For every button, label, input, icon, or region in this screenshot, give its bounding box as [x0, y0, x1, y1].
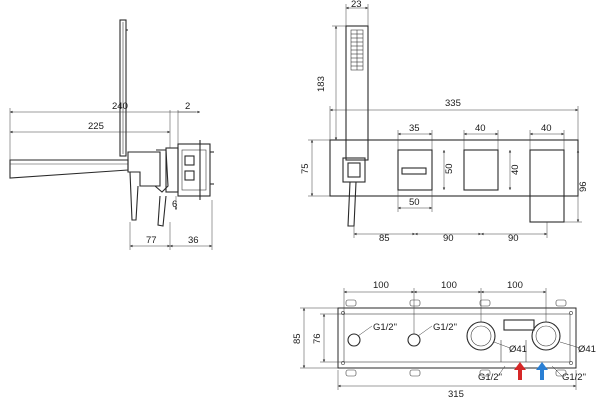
side-wall-box	[177, 140, 214, 200]
front-dim-40b: 40	[541, 123, 552, 134]
side-dim-240: 240	[112, 101, 128, 112]
front-dim-183: 183	[316, 76, 327, 92]
front-dim-50b: 50	[409, 197, 420, 208]
plan-dim-85: 85	[292, 333, 303, 344]
plan-water-arrows	[514, 362, 548, 380]
front-dim-335: 335	[445, 98, 461, 109]
plan-label-g1-mid: G1/2"	[433, 322, 457, 333]
front-dim-96: 96	[578, 181, 589, 192]
side-dim-77: 77	[146, 235, 157, 246]
cold-water-arrow	[536, 362, 548, 380]
plan-dims: 100 100 100 85 76 G1/2" G1/2" Ø41 Ø41 G1…	[292, 280, 596, 400]
front-dim-40a: 40	[475, 123, 486, 134]
plan-dim-315: 315	[448, 389, 464, 400]
plan-label-g1-cold: G1/2"	[562, 372, 586, 383]
plan-label-d41-left: Ø41	[509, 344, 527, 355]
front-dim-85: 85	[379, 233, 390, 244]
front-dim-23: 23	[351, 0, 362, 10]
side-dim-36: 36	[188, 235, 199, 246]
front-dims: 23 183 335 35 40 40 75 50 40 96 50 85 90…	[300, 0, 589, 244]
side-mixer-body	[127, 147, 179, 227]
side-dim-6: 6	[172, 199, 177, 210]
plan-inner-plate	[343, 313, 571, 363]
front-dim-40c: 40	[510, 164, 521, 175]
front-holder	[342, 157, 366, 227]
plan-dim-76: 76	[312, 333, 323, 344]
plan-label-d41-right: Ø41	[578, 344, 596, 355]
front-control-2	[463, 149, 499, 191]
front-dim-50a: 50	[444, 163, 455, 174]
plan-label-g1-hot: G1/2"	[478, 372, 502, 383]
front-dim-35: 35	[409, 123, 420, 134]
side-spout	[9, 159, 129, 179]
plan-label-g1-left: G1/2"	[373, 322, 397, 333]
side-dim-225: 225	[88, 121, 104, 132]
front-view: 23 183 335 35 40 40 75 50 40 96 50 85 90…	[300, 0, 589, 244]
front-dim-90a: 90	[443, 233, 454, 244]
plan-dim-100c: 100	[507, 280, 523, 291]
front-hand-shower	[345, 25, 369, 161]
plan-view: 100 100 100 85 76 G1/2" G1/2" Ø41 Ø41 G1…	[292, 280, 596, 400]
front-dim-90b: 90	[508, 233, 519, 244]
front-dim-75: 75	[300, 163, 311, 174]
front-control-1	[397, 149, 433, 191]
side-view: 240 225 2 77 36 6	[9, 19, 214, 250]
plan-outer-plate	[337, 307, 577, 369]
plan-mounting-slots	[341, 299, 573, 377]
side-hand-shower	[119, 19, 128, 157]
plan-dim-100b: 100	[441, 280, 457, 291]
front-control-3	[529, 149, 565, 223]
side-dim-2: 2	[185, 101, 190, 112]
plan-dim-100a: 100	[373, 280, 389, 291]
hot-water-arrow	[514, 362, 526, 380]
side-dims: 240 225 2 77 36 6	[9, 101, 213, 250]
